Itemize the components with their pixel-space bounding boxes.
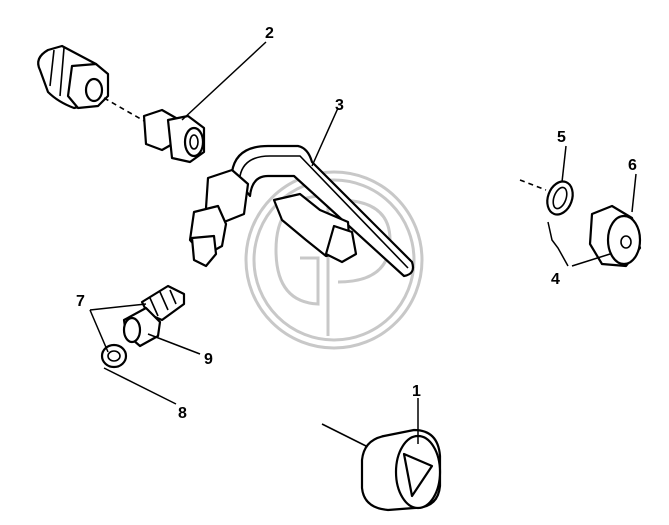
callout-5: 5 xyxy=(557,129,566,146)
part-3-bent-pipe xyxy=(188,107,415,278)
callout-3: 3 xyxy=(335,97,344,114)
part-9-nipple xyxy=(122,284,201,355)
callout-9: 9 xyxy=(204,351,213,368)
part-7-set-lines xyxy=(89,303,147,353)
part-4-set-bracket xyxy=(547,221,611,267)
callout-2: 2 xyxy=(265,25,274,42)
part-2-union-fitting xyxy=(37,41,267,164)
callout-8: 8 xyxy=(178,405,187,422)
part-6-plug xyxy=(588,173,642,268)
callout-4: 4 xyxy=(551,271,560,288)
part-8-seal-ring xyxy=(100,343,177,405)
callout-6: 6 xyxy=(628,157,637,174)
part-5-washer xyxy=(519,145,574,216)
callout-1: 1 xyxy=(412,383,421,400)
part-1-cap xyxy=(321,398,442,512)
callout-7: 7 xyxy=(76,293,85,310)
